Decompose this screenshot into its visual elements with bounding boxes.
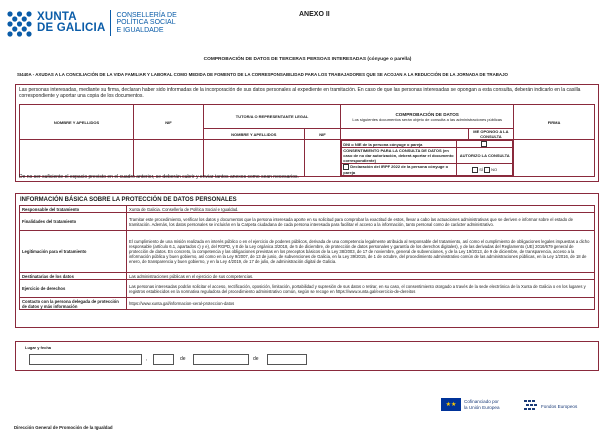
- guardian-nif-cell[interactable]: [303, 139, 342, 177]
- consent-section: [15, 84, 599, 182]
- row-key: Destinatarias de los datos: [19, 272, 127, 280]
- authorize-label: AUTORIZO LA CONSULTA: [456, 147, 514, 164]
- row-key: Legitimación para el tratamiento: [19, 230, 127, 273]
- logo-divider: [110, 10, 112, 36]
- check-consent-label: CONSENTIMIENTO PARA LA CONSULTA DE DATOS…: [341, 147, 458, 164]
- row-value: Las personas interesadas podrán solicita…: [126, 279, 595, 298]
- consent-table: NOMBRE Y APELLIDOS NIF TUTOR/A O REPRESE…: [18, 104, 595, 177]
- col-check-header: COMPROBACIÓN DE DATOS Los siguientes doc…: [340, 104, 515, 129]
- european-funds-logo: Fondos Europeos: [524, 398, 577, 416]
- footer-directorate: Dirección General de Promoción de la Igu…: [14, 425, 113, 430]
- row-value: El cumplimiento de una misión realizada …: [126, 230, 595, 273]
- col-guardian-name-header: NOMBRE Y APELLIDOS: [202, 128, 305, 140]
- xunta-logo: XUNTA DE GALICIA CONSELLERÍA DE POLÍTICA…: [6, 8, 177, 38]
- name-cell[interactable]: [18, 139, 135, 177]
- row-key: Contacto con la persona delegada de prot…: [19, 297, 127, 310]
- row-key: Ejercicio de derechos: [19, 279, 127, 298]
- eu-flag-icon: ★★: [441, 398, 461, 411]
- space-note: De no ser suficiente el espacio previsto…: [19, 174, 299, 180]
- place-field[interactable]: [29, 354, 142, 365]
- col-name-header: NOMBRE Y APELLIDOS: [18, 104, 135, 140]
- data-protection-title: INFORMACIÓN BÁSICA SOBRE LA PROTECCIÓN D…: [20, 197, 237, 203]
- no-checkbox[interactable]: [484, 166, 491, 173]
- col-guardian-header: TUTOR/A O REPRESENTANTE LEGAL: [202, 104, 342, 129]
- signature-section: [15, 341, 599, 371]
- de-separator: de: [180, 356, 186, 362]
- row-value: Xunta de Galicia. Consellería de Polític…: [126, 205, 595, 213]
- row-value: https://www.xunta.gal/informacion-xeral-…: [126, 297, 595, 310]
- row-key: Finalidades del tratamiento: [19, 212, 127, 231]
- month-field[interactable]: [193, 354, 249, 365]
- de-separator: de: [253, 356, 259, 362]
- xunta-emblem-icon: [6, 10, 33, 37]
- procedure-code: SI440A - AXUDAS A LA CONCILIACIÓN DE LA …: [17, 72, 508, 77]
- col-oppose-header: ME OPONGO A LA CONSULTA: [467, 128, 515, 140]
- document-title: COMPROBACIÓN DE DATOS DE TERCERAS PERSOA…: [203, 57, 412, 62]
- signature-cell[interactable]: [513, 139, 595, 177]
- col-sign-header: FIRMA: [513, 104, 595, 140]
- guardian-name-cell[interactable]: [202, 139, 305, 177]
- comma-separator: ,: [146, 356, 148, 362]
- department-name: CONSELLERÍA DE POLÍTICA SOCIAL E IGUALDA…: [116, 11, 177, 34]
- intro-text: Las personas interesadas, mediante su fi…: [19, 87, 581, 99]
- european-funds-icon: [524, 398, 538, 416]
- logo-wordmark: XUNTA DE GALICIA: [37, 11, 106, 34]
- row-key: Responsable del tratamiento: [19, 205, 127, 213]
- row-value: Tramitar este procedimiento, verificar l…: [126, 212, 595, 231]
- row-value: Las administraciones públicas en el ejer…: [126, 272, 595, 280]
- day-field[interactable]: [153, 354, 174, 365]
- year-field[interactable]: [267, 354, 307, 365]
- col-nif-header: NIF: [133, 104, 204, 140]
- oppose-dni-checkbox[interactable]: [481, 141, 488, 147]
- data-protection-section: [15, 193, 599, 328]
- check-irpf-row: Declaración del IRPF 2022 de la persona …: [341, 163, 458, 176]
- yes-checkbox[interactable]: [472, 166, 479, 173]
- eu-cofinance-logo: ★★ Cofinanciado por la Unión Europea: [441, 398, 500, 411]
- col-guardian-nif-header: NIF: [303, 128, 342, 140]
- annex-label: ANEXO II: [299, 11, 330, 18]
- nif-cell[interactable]: [133, 139, 204, 177]
- place-date-label: Lugar y fecha: [25, 345, 52, 350]
- check-dni-label: DNI o NIE de la persona cónyuge o pareja: [341, 140, 458, 148]
